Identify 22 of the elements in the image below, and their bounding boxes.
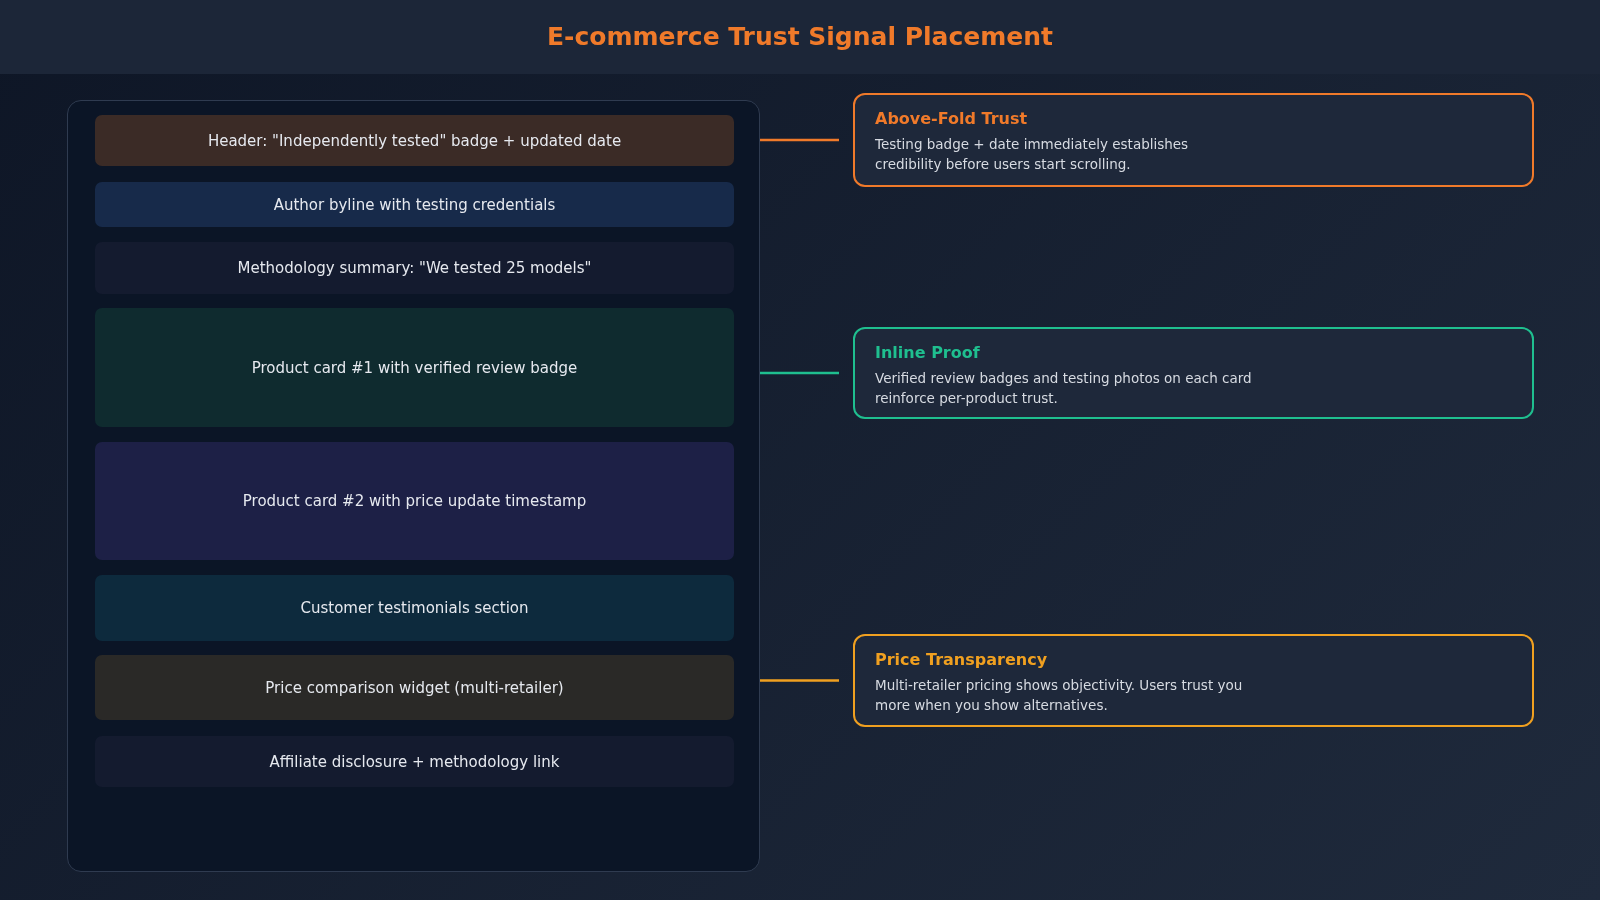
page-section: Customer testimonials section [95,575,734,641]
panel-background [67,100,760,872]
callout-text: Multi-retailer pricing shows objectivity. Users trust you more when you show alternatives. [875,676,1244,715]
callout-card [853,634,1534,727]
page-section: Product card #1 with verified review badge [95,308,734,427]
page-section: Header: "Independently tested" badge + updated date [95,115,734,166]
callout-text: Testing badge + date immediately establishes credibility before users start scrolling. [875,135,1190,174]
callout-heading: Inline Proof [875,343,981,362]
page-section: Affiliate disclosure + methodology link [95,736,734,787]
page-section: Price comparison widget (multi-retailer) [95,655,734,720]
page-section: Author byline with testing credentials [95,182,734,227]
page-section: Methodology summary: "We tested 25 models" [95,242,734,294]
connector-line [760,371,839,375]
page-section: Product card #2 with price update timestamp [95,442,734,560]
callout-card [853,327,1534,419]
callout-card [853,93,1534,187]
callout-heading: Price Transparency [875,650,1049,669]
connector-line [760,679,839,682]
connector-line [760,138,839,142]
title: E-commerce Trust Signal Placement [546,22,1054,51]
callout-text: Verified review badges and testing photos on each card reinforce per-product trust. [875,369,1253,408]
callout-heading: Above-Fold Trust [875,109,1029,128]
